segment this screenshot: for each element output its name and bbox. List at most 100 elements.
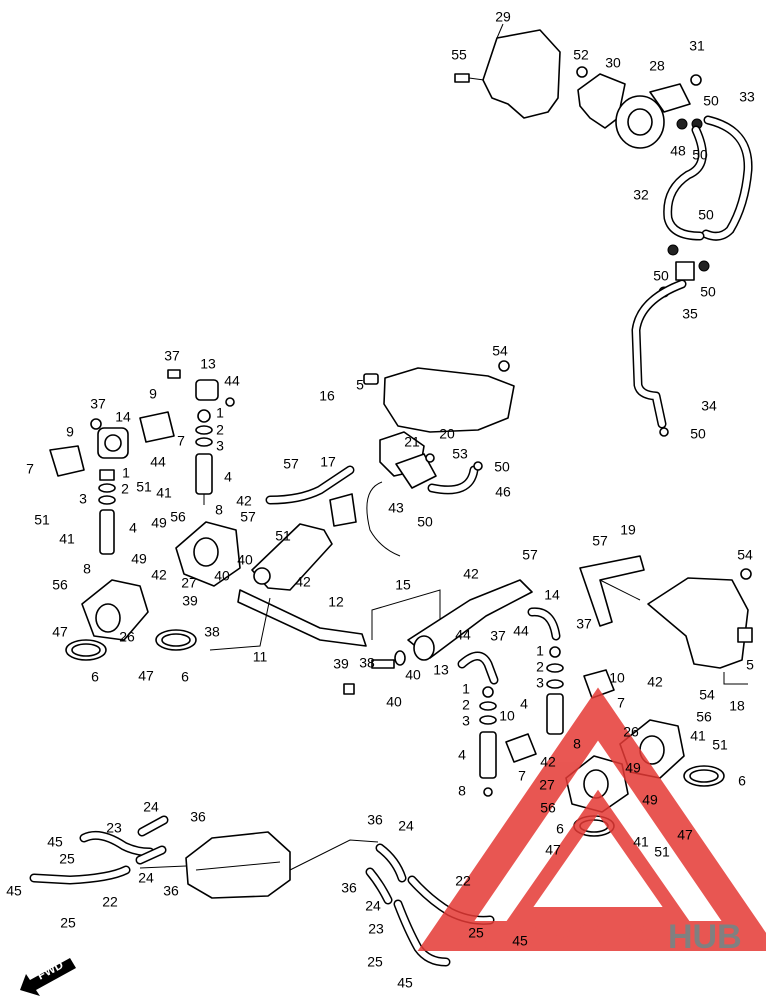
washer-parts-38-40	[343, 650, 406, 695]
vacuum-hose-part-43	[366, 481, 401, 557]
part-number-label: 23	[106, 820, 122, 836]
part-number-label: 47	[545, 842, 561, 858]
part-number-label: 10	[609, 670, 625, 686]
part-number-label: 51	[275, 528, 291, 544]
part-number-label: 21	[404, 434, 420, 450]
part-number-label: 50	[700, 284, 716, 300]
part-number-label: 50	[698, 207, 714, 223]
fuel-injector-part-4-right-b	[479, 686, 497, 797]
clamp-part-10	[505, 669, 615, 763]
part-number-label: 45	[397, 975, 413, 991]
part-number-label: 7	[518, 768, 526, 784]
part-number-label: 13	[433, 662, 449, 678]
part-number-label: 8	[573, 736, 581, 752]
part-number-label: 9	[149, 386, 157, 402]
vent-hose-part-23-left	[79, 830, 155, 857]
part-number-label: 23	[368, 921, 384, 937]
part-number-label: 8	[83, 561, 91, 577]
part-number-label: 56	[52, 577, 68, 593]
vent-hose-part-22-left	[29, 865, 131, 885]
part-number-label: 37	[576, 616, 592, 632]
vacuum-hose-part-33	[701, 115, 753, 241]
part-number-label: 2	[462, 697, 470, 713]
part-number-label: 27	[181, 575, 197, 591]
part-number-label: 39	[333, 656, 349, 672]
canister-cover-part	[482, 23, 561, 119]
part-number-label: 50	[690, 426, 706, 442]
joint-part-14-left	[90, 418, 129, 459]
part-number-label: 3	[79, 491, 87, 507]
part-number-label: 48	[670, 143, 686, 159]
part-number-label: 57	[240, 509, 256, 525]
part-number-label: 33	[739, 89, 755, 105]
part-number-label: 25	[367, 954, 383, 970]
part-number-label: 51	[34, 512, 50, 528]
part-number-label: 5	[746, 657, 754, 673]
part-number-label: 24	[143, 799, 159, 815]
part-number-label: 20	[439, 426, 455, 442]
canister-bracket-line	[139, 839, 379, 871]
part-number-label: 56	[170, 509, 186, 525]
part-number-label: 16	[319, 388, 335, 404]
part-number-label: 8	[215, 502, 223, 518]
fuel-rail-part-11	[209, 589, 367, 651]
fuel-injector-part-4-left	[98, 469, 116, 555]
part-number-label: 50	[703, 93, 719, 109]
insulator-part-13-left	[167, 369, 235, 407]
part-number-label: 17	[320, 454, 336, 470]
pipe-part-17	[265, 465, 357, 527]
part-number-label: 30	[605, 55, 621, 71]
part-number-label: 27	[539, 777, 555, 793]
part-number-label: 50	[417, 514, 433, 530]
part-number-label: 41	[690, 728, 706, 744]
part-number-label: 7	[26, 461, 34, 477]
throttle-body-part-27-right	[565, 755, 629, 813]
part-number-label: 38	[359, 655, 375, 671]
hose-clamp-part-6-left	[65, 629, 197, 661]
part-number-label: 37	[90, 396, 106, 412]
cover-part-18	[647, 568, 753, 685]
bolt-part-55	[454, 73, 485, 83]
part-number-label: 1	[122, 465, 130, 481]
part-number-label: 49	[131, 551, 147, 567]
part-number-label: 44	[224, 373, 240, 389]
part-number-label: 18	[729, 698, 745, 714]
part-number-label: 57	[283, 456, 299, 472]
fuel-injector-part-4-right-a	[546, 646, 564, 735]
part-number-label: 42	[647, 674, 663, 690]
part-number-label: 26	[119, 629, 135, 645]
part-number-label: 6	[91, 669, 99, 685]
part-number-label: 40	[405, 667, 421, 683]
part-number-label: 6	[556, 821, 564, 837]
part-number-label: 45	[47, 834, 63, 850]
part-number-label: 29	[495, 9, 511, 25]
clamp-part-9-left	[49, 411, 175, 477]
part-number-label: 51	[136, 479, 152, 495]
part-number-label: 6	[738, 773, 746, 789]
part-number-label: 45	[6, 883, 22, 899]
part-number-label: 39	[182, 593, 198, 609]
part-number-label: 51	[712, 737, 728, 753]
part-number-label: 49	[642, 792, 658, 808]
throttle-body-part-27-left	[175, 521, 241, 587]
part-number-label: 3	[536, 675, 544, 691]
part-number-label: 4	[224, 469, 232, 485]
part-number-label: 15	[395, 577, 411, 593]
purge-valve-part	[615, 74, 703, 149]
part-number-label: 9	[66, 424, 74, 440]
part-number-label: 26	[623, 724, 639, 740]
automotohub-watermark: AUTO MOTO HUB	[417, 687, 766, 956]
part-number-label: 44	[150, 454, 166, 470]
part-number-label: 36	[190, 809, 206, 825]
part-number-label: 44	[455, 627, 471, 643]
part-number-label: 57	[522, 547, 538, 563]
part-number-label: 31	[689, 38, 705, 54]
cover-part-16	[363, 360, 515, 433]
part-number-label: 28	[649, 58, 665, 74]
pressure-regulator-part-20	[379, 431, 437, 489]
part-number-label: 2	[121, 481, 129, 497]
part-number-label: 24	[365, 898, 381, 914]
vacuum-hose-part-34	[631, 279, 687, 437]
part-number-label: 37	[490, 628, 506, 644]
